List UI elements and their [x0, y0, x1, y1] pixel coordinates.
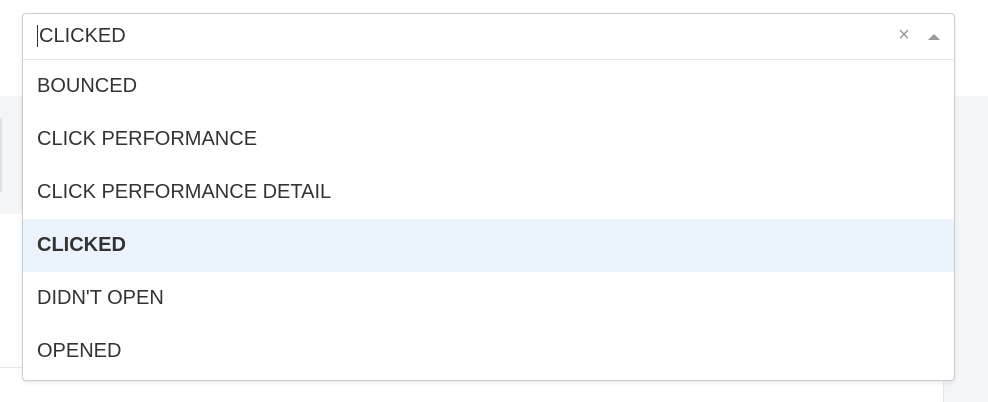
caret-up-icon[interactable]	[924, 27, 944, 47]
select-menu: BOUNCED CLICK PERFORMANCE CLICK PERFORMA…	[23, 60, 954, 378]
background-panel-divider	[0, 118, 2, 192]
select-option-bounced[interactable]: BOUNCED	[37, 75, 138, 97]
select-option-click-performance[interactable]: CLICK PERFORMANCE	[37, 128, 258, 150]
report-type-select[interactable]: CLICKED × BOUNCED CLICK PERFORMANCE CLIC…	[22, 13, 955, 381]
select-control[interactable]: CLICKED ×	[23, 14, 954, 60]
select-option-click-performance-detail[interactable]: CLICK PERFORMANCE DETAIL	[37, 181, 332, 203]
close-icon[interactable]: ×	[898, 24, 910, 46]
select-input-value: CLICKED	[39, 25, 126, 47]
select-search-input[interactable]: CLICKED	[37, 24, 126, 48]
select-option-didnt-open[interactable]: DIDN'T OPEN	[37, 287, 164, 309]
select-option-opened[interactable]: OPENED	[37, 340, 122, 362]
select-option-clicked[interactable]: CLICKED	[23, 219, 954, 272]
text-cursor	[37, 25, 38, 47]
